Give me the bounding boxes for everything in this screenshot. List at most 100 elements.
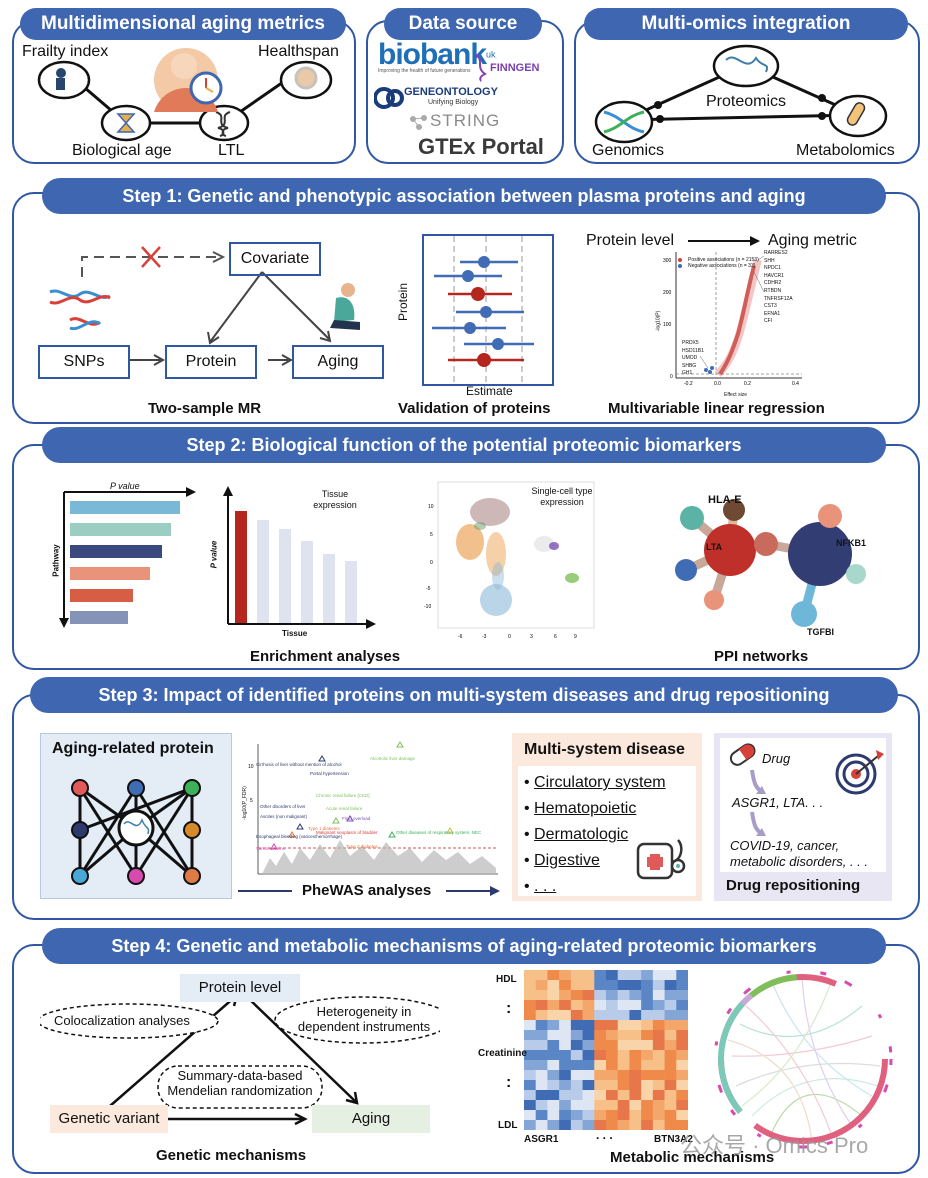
- step3-title: Step 3: Impact of identified proteins on…: [30, 677, 898, 713]
- heatmap-cell: [606, 1040, 619, 1051]
- heatmap-cell: [652, 1000, 665, 1011]
- heatmap-cell: [570, 1000, 583, 1011]
- volcano-gene: SHBG: [682, 362, 697, 369]
- heatmap-cell: [570, 1090, 583, 1101]
- heatmap-cell: [535, 1060, 548, 1071]
- pathway-axis-label: Pathway: [51, 544, 61, 577]
- volcano-gene: SHH: [764, 257, 775, 264]
- heatmap-cell: [582, 980, 595, 991]
- heatmap-cell: [606, 1070, 619, 1081]
- ppi-node-nfkb1: NFKB1: [836, 538, 867, 548]
- heatmap-cell: [641, 1080, 654, 1091]
- disease-item[interactable]: • Dermatologic: [524, 826, 629, 843]
- heatmap-cell: [559, 1080, 572, 1091]
- volcano-neg-genes: PRDX5 HSD11B1 UMOD SHBG GH1: [682, 340, 704, 378]
- heatmap-cell: [629, 1050, 642, 1061]
- heatmap-cell: [559, 1110, 572, 1121]
- heatmap-cell: [559, 1100, 572, 1111]
- heatmap-cell: [582, 1030, 595, 1041]
- heatmap-cell: [594, 1090, 607, 1101]
- heatmap-cell: [676, 1060, 688, 1071]
- aging-box: Aging: [292, 345, 384, 379]
- heatmap-cell: [559, 1010, 572, 1021]
- heatmap-cell: [570, 1120, 583, 1130]
- heatmap-cell: [570, 1010, 583, 1021]
- heatmap-cell: [559, 1030, 572, 1041]
- heatmap-cell: [676, 990, 688, 1001]
- step1-title: Step 1: Genetic and phenotypic associati…: [42, 178, 886, 214]
- creatinine-label: Creatinine: [478, 1048, 527, 1059]
- heatmap-cell: [664, 1030, 677, 1041]
- phewas-labels: Cirrhosis of liver without mention of al…: [250, 740, 500, 860]
- heatmap-cell: [629, 1040, 642, 1051]
- heatmap-cell: [535, 1080, 548, 1091]
- heatmap-cell: [535, 990, 548, 1001]
- watermark: 公众号 · Omics Pro: [680, 1133, 869, 1158]
- heatmap-cell: [570, 1080, 583, 1091]
- disease-item-label: Hematopoietic: [534, 800, 637, 817]
- heatmap-cell: [594, 1050, 607, 1061]
- volcano-gene: HAVCR1: [764, 272, 784, 279]
- heatmap-cell: [629, 990, 642, 1001]
- heatmap-cell: [524, 1120, 537, 1130]
- heatmap-cell: [664, 1110, 677, 1121]
- phewas-label: Acute renal failure: [326, 806, 363, 811]
- disease-title: Multi-system disease: [524, 741, 685, 758]
- heatmap-cell: [641, 1000, 654, 1011]
- svg-text:-5: -5: [426, 586, 431, 592]
- heatmap-cell: [664, 1000, 677, 1011]
- heatmap-cell: [594, 1000, 607, 1011]
- heatmap-cell: [594, 990, 607, 1001]
- forest-plot-frame: [422, 234, 554, 386]
- btn3a2-label: BTN3A2: [654, 1134, 693, 1145]
- volcano-gene: NPDC1: [764, 265, 781, 272]
- heatmap-cell: [641, 1010, 654, 1021]
- heatmap-cell: [676, 980, 688, 991]
- disease-item-label: Dermatologic: [534, 826, 629, 843]
- heatmap-cell: [606, 1010, 619, 1021]
- heatmap-cell: [641, 1090, 654, 1101]
- heatmap-cell: [617, 1060, 630, 1071]
- svg-text:0.2: 0.2: [744, 381, 751, 387]
- heatmap-cell: [606, 1060, 619, 1071]
- singlecell-title: Single-cell type expression: [528, 486, 596, 508]
- heatmap-cell: [641, 1020, 654, 1031]
- svg-text:300: 300: [663, 258, 672, 264]
- disease-item[interactable]: • Hematopoietic: [524, 800, 637, 817]
- ppi-node-lta: LTA: [706, 542, 723, 552]
- svg-text:-6: -6: [458, 634, 463, 640]
- heatmap-cell: [594, 1100, 607, 1111]
- heatmap-cell: [606, 1000, 619, 1011]
- disease-item-label: Digestive: [534, 852, 600, 869]
- heatmap-cell: [652, 1020, 665, 1031]
- svg-text:9: 9: [574, 634, 577, 640]
- heatmap-cell: [559, 1040, 572, 1051]
- phewas-label: Fluid overload: [342, 816, 371, 821]
- heatmap-cell: [606, 1020, 619, 1031]
- metabolomics-label: Metabolomics: [796, 142, 895, 159]
- string-text: STRING: [430, 111, 501, 130]
- heatmap-cell: [594, 1030, 607, 1041]
- heatmap-cell: [641, 1120, 654, 1130]
- metabolite-heatmap[interactable]: [524, 970, 688, 1130]
- heatmap-cell: [652, 1060, 665, 1071]
- heatmap-cell: [606, 1120, 619, 1130]
- tissue-expression-text: Tissue expression: [313, 489, 357, 510]
- protein-level-box-label: Protein level: [198, 979, 282, 996]
- genetic-diagram: [40, 993, 440, 1126]
- heatmap-cell: [617, 1050, 630, 1061]
- disease-item[interactable]: • Circulatory system: [524, 774, 666, 791]
- disease-item[interactable]: • . . .: [524, 878, 557, 895]
- heatmap-cell: [524, 1040, 537, 1051]
- phewas-label: Malignant neoplasm of bladder: [316, 830, 378, 835]
- svg-text:-0.2: -0.2: [684, 381, 693, 387]
- proteomics-label: Proteomics: [706, 93, 787, 110]
- heatmap-cell: [547, 1070, 560, 1081]
- ldl-label: LDL: [498, 1120, 518, 1131]
- heatmap-cell: [617, 1040, 630, 1051]
- disease-item[interactable]: • Digestive: [524, 852, 600, 869]
- heatmap-cell: [676, 1000, 688, 1011]
- heatmap-cell: [676, 1010, 688, 1021]
- heatmap-cell: [570, 1020, 583, 1031]
